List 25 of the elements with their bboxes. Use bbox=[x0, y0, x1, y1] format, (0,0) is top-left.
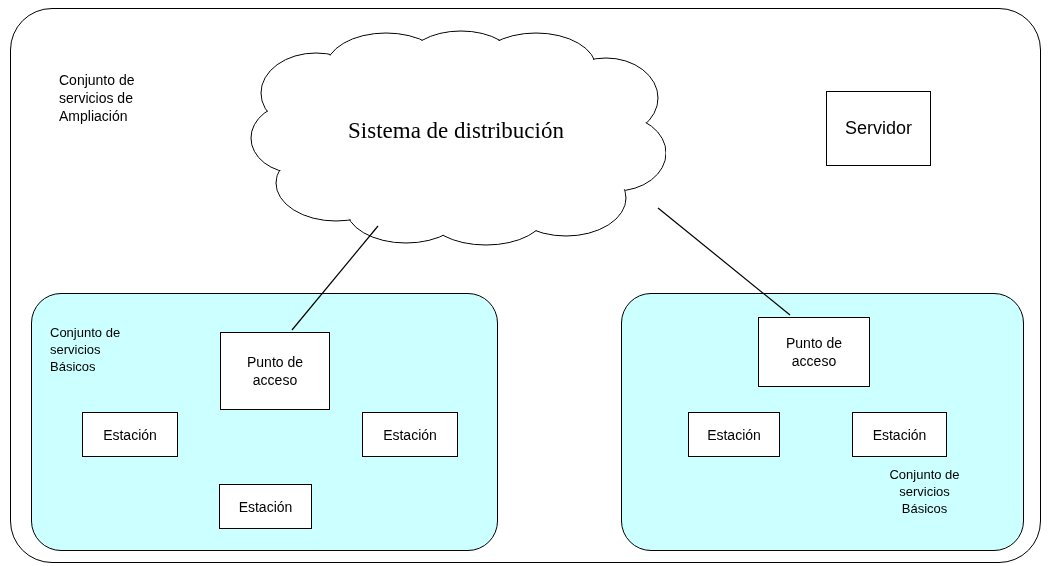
station-box bbox=[82, 412, 178, 457]
node-label: Estación bbox=[382, 425, 438, 444]
outer-region bbox=[10, 8, 1041, 563]
node-label: Estación bbox=[871, 425, 928, 444]
service-set-region bbox=[31, 293, 498, 551]
station-box bbox=[688, 412, 780, 457]
connector-line bbox=[291, 225, 379, 331]
node-label: Estación bbox=[706, 425, 762, 444]
node-label: Punto de acceso bbox=[784, 334, 844, 370]
server-box bbox=[826, 91, 931, 166]
node-label: Conjunto de servicios Básicos bbox=[888, 466, 961, 517]
station-box bbox=[758, 317, 870, 387]
node-label: Sistema de distribución bbox=[348, 117, 564, 146]
service-set-region bbox=[621, 293, 1024, 551]
node-label: Punto de acceso bbox=[245, 353, 305, 389]
node-label: Servidor bbox=[845, 117, 912, 140]
station-box bbox=[220, 332, 330, 410]
station-box bbox=[852, 412, 947, 457]
node-label: Conjunto de servicios de Ampliación bbox=[59, 71, 136, 125]
station-box bbox=[219, 484, 312, 529]
node-label: Estación bbox=[102, 425, 158, 444]
connector-line bbox=[657, 207, 791, 316]
station-box bbox=[362, 412, 458, 457]
node-label: Estación bbox=[237, 497, 294, 516]
node-label: Conjunto de servicios Básicos bbox=[50, 324, 122, 375]
